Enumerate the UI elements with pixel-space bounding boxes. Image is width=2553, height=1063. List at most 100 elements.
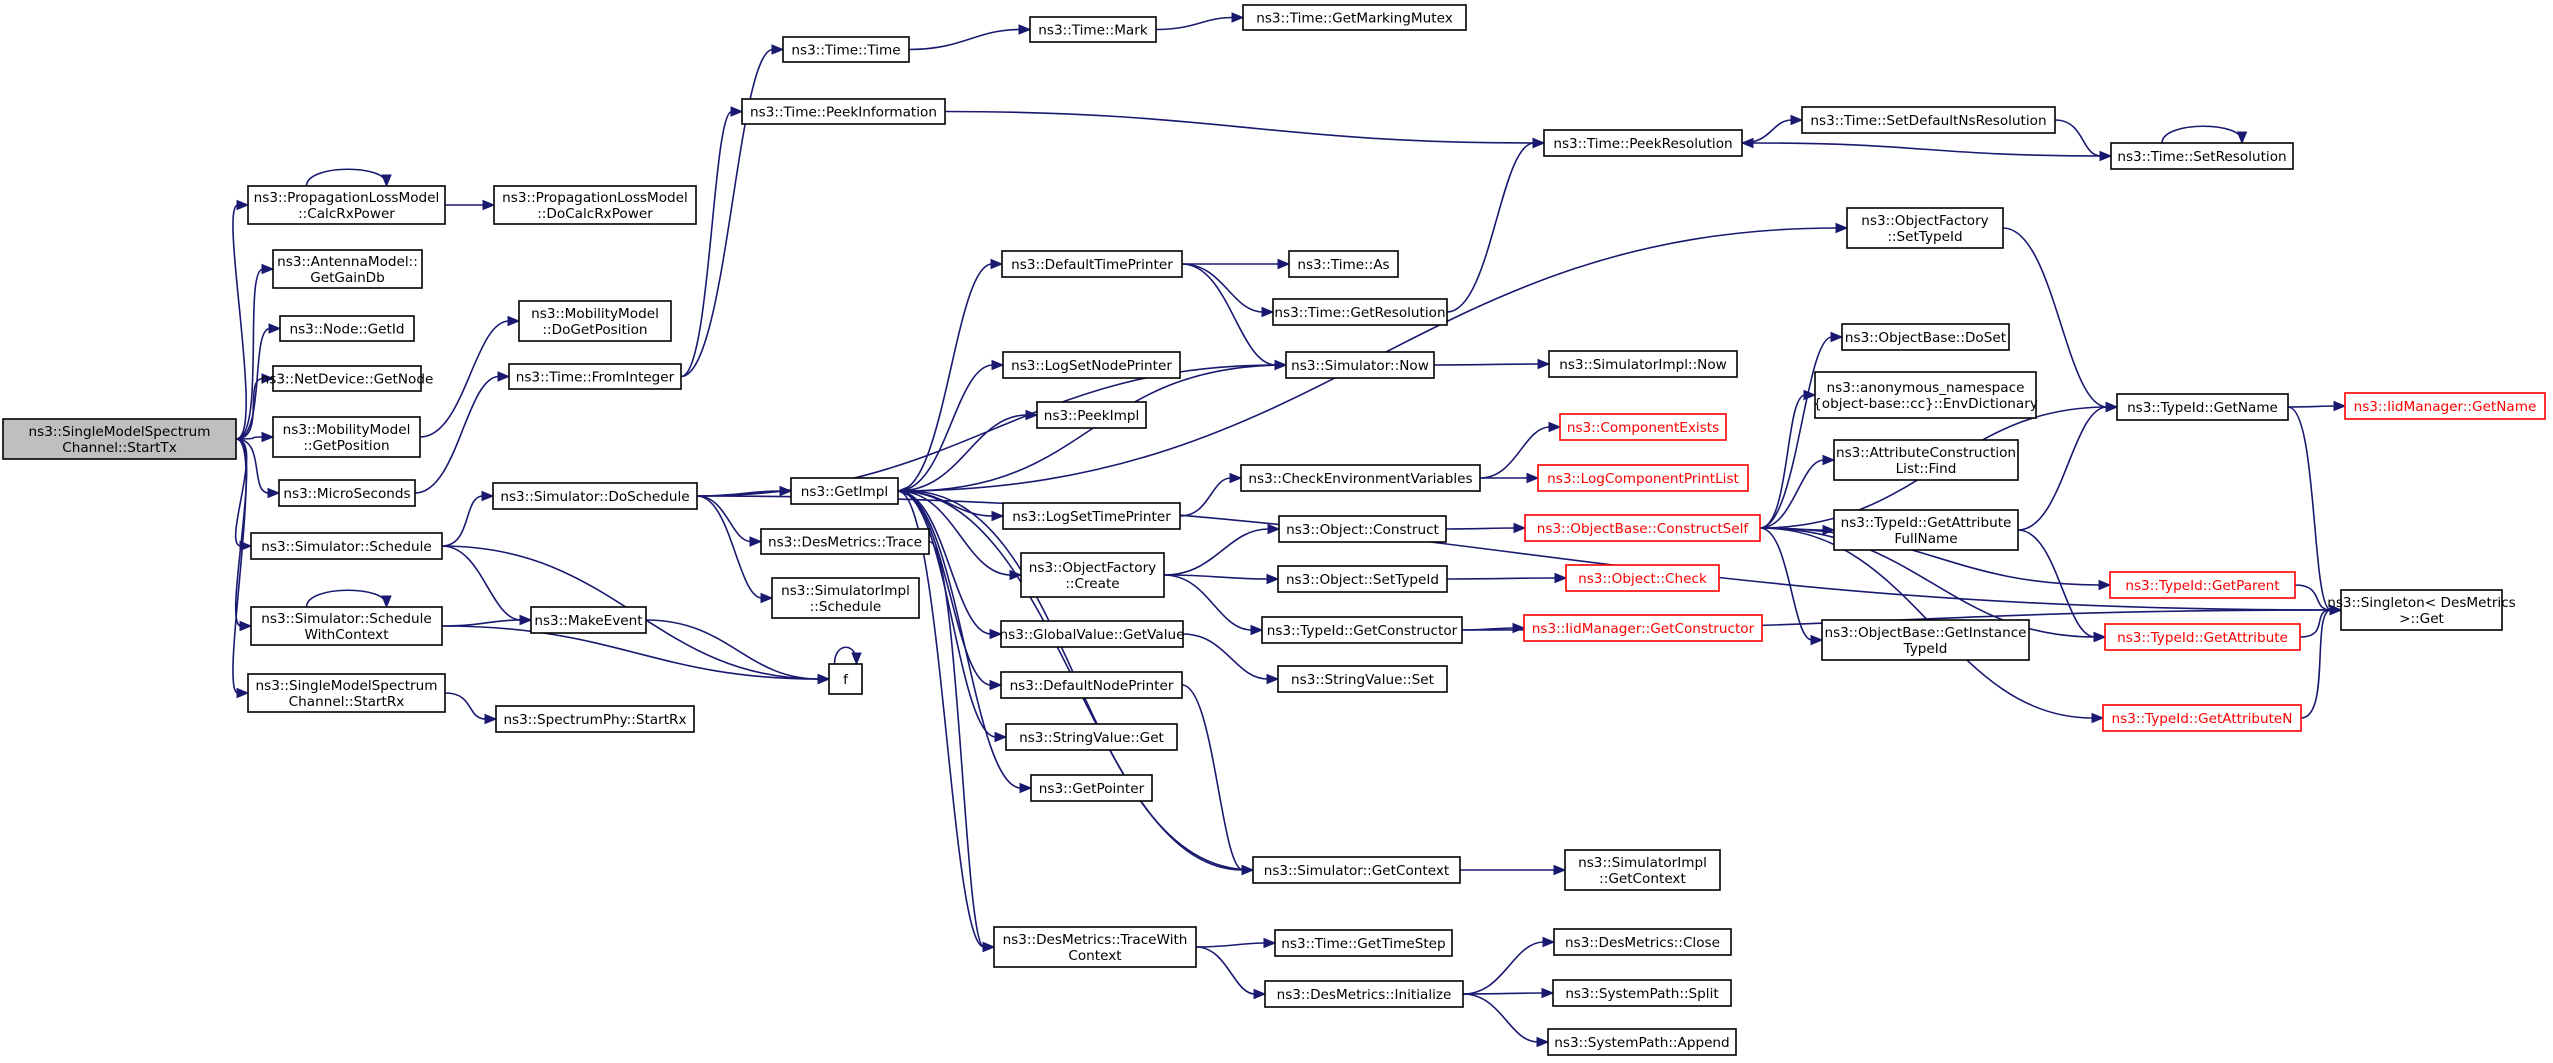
node-fromInt[interactable]: ns3::Time::FromInteger [508, 363, 682, 390]
node-iidGetCtor[interactable]: ns3::IidManager::GetConstructor [1523, 614, 1763, 642]
node-compExists[interactable]: ns3::ComponentExists [1559, 413, 1727, 441]
call-edge-tidGetAttrFull-tidGetAttr [2017, 529, 2107, 643]
call-edge-setRes-setRes [2161, 125, 2248, 145]
node-obDoSet[interactable]: ns3::ObjectBase::DoSet [1841, 323, 2010, 351]
node-tidGetAttr[interactable]: ns3::TypeId::GetAttribute [2104, 623, 2301, 651]
node-box [1833, 439, 2019, 481]
node-spSplit[interactable]: ns3::SystemPath::Split [1552, 979, 1732, 1007]
node-singletonGet[interactable]: ns3::Singleton< DesMetrics >::Get [2327, 589, 2516, 631]
node-label: ns3::Time::Time [791, 43, 900, 59]
node-nodeGetId[interactable]: ns3::Node::GetId [279, 315, 415, 342]
node-gvGetValue[interactable]: ns3::GlobalValue::GetValue [1000, 620, 1185, 648]
node-box [1036, 401, 1147, 429]
node-svSet[interactable]: ns3::StringValue::Set [1277, 665, 1448, 693]
node-peekImpl[interactable]: ns3::PeekImpl [1036, 401, 1147, 429]
node-label: FullName [1894, 531, 1957, 547]
node-timeTime[interactable]: ns3::Time::Time [782, 36, 910, 63]
node-box [247, 673, 446, 713]
node-getPointer[interactable]: ns3::GetPointer [1030, 774, 1153, 802]
node-label: ns3::Time::GetMarkingMutex [1256, 11, 1453, 27]
node-box [495, 705, 695, 733]
node-box [272, 416, 421, 458]
node-label: ns3::MobilityModel [531, 306, 659, 322]
node-setDefNs[interactable]: ns3::Time::SetDefaultNsResolution [1801, 106, 2056, 134]
node-desClose[interactable]: ns3::DesMetrics::Close [1553, 928, 1732, 956]
node-makeEvent[interactable]: ns3::MakeEvent [530, 606, 647, 634]
node-phyStartRx[interactable]: ns3::SpectrumPhy::StartRx [495, 705, 695, 733]
node-doSchedule[interactable]: ns3::Simulator::DoSchedule [492, 482, 698, 510]
node-label: ns3::Simulator::GetContext [1264, 863, 1450, 879]
node-timeAs[interactable]: ns3::Time::As [1288, 250, 1399, 278]
node-simGetCtx[interactable]: ns3::Simulator::GetContext [1252, 856, 1461, 884]
node-label: ns3::ObjectFactory [1029, 560, 1156, 576]
node-tidGetName[interactable]: ns3::TypeId::GetName [2116, 393, 2289, 421]
node-setRes[interactable]: ns3::Time::SetResolution [2110, 142, 2294, 170]
node-defNodePrinter[interactable]: ns3::DefaultNodePrinter [1000, 671, 1183, 699]
node-label: ns3::Time::SetDefaultNsResolution [1810, 113, 2046, 129]
node-tidGetCtor[interactable]: ns3::TypeId::GetConstructor [1261, 616, 1463, 644]
node-label: ns3::DesMetrics::Initialize [1277, 987, 1452, 1003]
node-label: ns3::GlobalValue::GetValue [1000, 627, 1185, 643]
node-label: ns3::Time::GetTimeStep [1281, 936, 1445, 952]
node-gainDb[interactable]: ns3::AntennaModel::GetGainDb [272, 249, 423, 289]
node-constructSelf[interactable]: ns3::ObjectBase::ConstructSelf [1524, 514, 1761, 542]
call-edge-startTx-mobGetPos [235, 431, 275, 443]
node-peekRes[interactable]: ns3::Time::PeekResolution [1543, 129, 1743, 157]
node-objConstruct[interactable]: ns3::Object::Construct [1278, 515, 1447, 543]
node-defTimePrinter[interactable]: ns3::DefaultTimePrinter [1001, 250, 1183, 278]
node-box [1524, 514, 1761, 542]
node-calcRx[interactable]: ns3::PropagationLossModel::CalcRxPower [247, 185, 446, 225]
node-checkEnv[interactable]: ns3::CheckEnvironmentVariables [1240, 464, 1481, 492]
node-box [518, 300, 672, 342]
node-envDict[interactable]: ns3::anonymous_namespace{object-base::cc… [1813, 371, 2038, 419]
node-microSec[interactable]: ns3::MicroSeconds [278, 479, 416, 507]
node-doCalcRx[interactable]: ns3::PropagationLossModel::DoCalcRxPower [493, 185, 697, 225]
node-spAppend[interactable]: ns3::SystemPath::Append [1547, 1028, 1737, 1056]
node-desInit[interactable]: ns3::DesMetrics::Initialize [1264, 980, 1464, 1008]
node-tidGetAttrN[interactable]: ns3::TypeId::GetAttributeN [2102, 704, 2302, 732]
node-logCompPrint[interactable]: ns3::LogComponentPrintList [1537, 464, 1749, 492]
node-desTrace[interactable]: ns3::DesMetrics::Trace [760, 528, 930, 555]
node-implSchedule[interactable]: ns3::SimulatorImpl::Schedule [771, 577, 920, 619]
node-objFactCreate[interactable]: ns3::ObjectFactory::Create [1020, 552, 1165, 598]
node-implNow[interactable]: ns3::SimulatorImpl::Now [1548, 350, 1738, 378]
node-peekInfo[interactable]: ns3::Time::PeekInformation [741, 98, 946, 125]
node-box [828, 663, 863, 695]
node-logSetNodePrinter[interactable]: ns3::LogSetNodePrinter [1002, 351, 1181, 379]
node-ofSetTypeId[interactable]: ns3::ObjectFactory::SetTypeId [1846, 207, 2004, 249]
node-objCheck[interactable]: ns3::Object::Check [1565, 564, 1720, 592]
call-edge-getImpl-peekImpl [897, 409, 1039, 492]
call-edge-mobGetPos-mobDoGetPos [419, 315, 521, 438]
node-mobDoGetPos[interactable]: ns3::MobilityModel::DoGetPosition [518, 300, 672, 342]
node-label: ::GetContext [1599, 871, 1686, 887]
node-mobGetPos[interactable]: ns3::MobilityModel::GetPosition [272, 416, 421, 458]
node-iidGetName[interactable]: ns3::IidManager::GetName [2344, 392, 2546, 420]
node-timeStep[interactable]: ns3::Time::GetTimeStep [1274, 929, 1453, 957]
node-markMutex[interactable]: ns3::Time::GetMarkingMutex [1242, 4, 1467, 31]
call-edge-startTx-calcRx [232, 199, 250, 440]
node-f[interactable]: f [828, 663, 863, 695]
node-logSetTimePrinter[interactable]: ns3::LogSetTimePrinter [1002, 502, 1181, 530]
node-simSchedule[interactable]: ns3::Simulator::Schedule [250, 532, 443, 560]
node-simNow[interactable]: ns3::Simulator::Now [1285, 351, 1435, 379]
node-label: ns3::AttributeConstruction [1836, 445, 2016, 461]
node-timeMark[interactable]: ns3::Time::Mark [1029, 16, 1157, 43]
node-tidGetParent[interactable]: ns3::TypeId::GetParent [2109, 571, 2296, 599]
node-box [250, 606, 443, 646]
node-label: ns3::MobilityModel [283, 422, 411, 438]
node-label: ns3::TypeId::GetParent [2125, 578, 2279, 594]
node-getImpl[interactable]: ns3::GetImpl [790, 477, 899, 505]
node-implGetCtx[interactable]: ns3::SimulatorImpl::GetContext [1564, 849, 1721, 891]
node-label: ns3::Object::SetTypeId [1286, 572, 1439, 588]
node-objSetTypeId[interactable]: ns3::Object::SetTypeId [1277, 565, 1448, 593]
node-getRes[interactable]: ns3::Time::GetResolution [1272, 298, 1448, 326]
node-box [508, 363, 682, 390]
node-svGet[interactable]: ns3::StringValue::Get [1005, 723, 1178, 751]
node-netGetNode[interactable]: ns3::NetDevice::GetNode [261, 365, 434, 392]
